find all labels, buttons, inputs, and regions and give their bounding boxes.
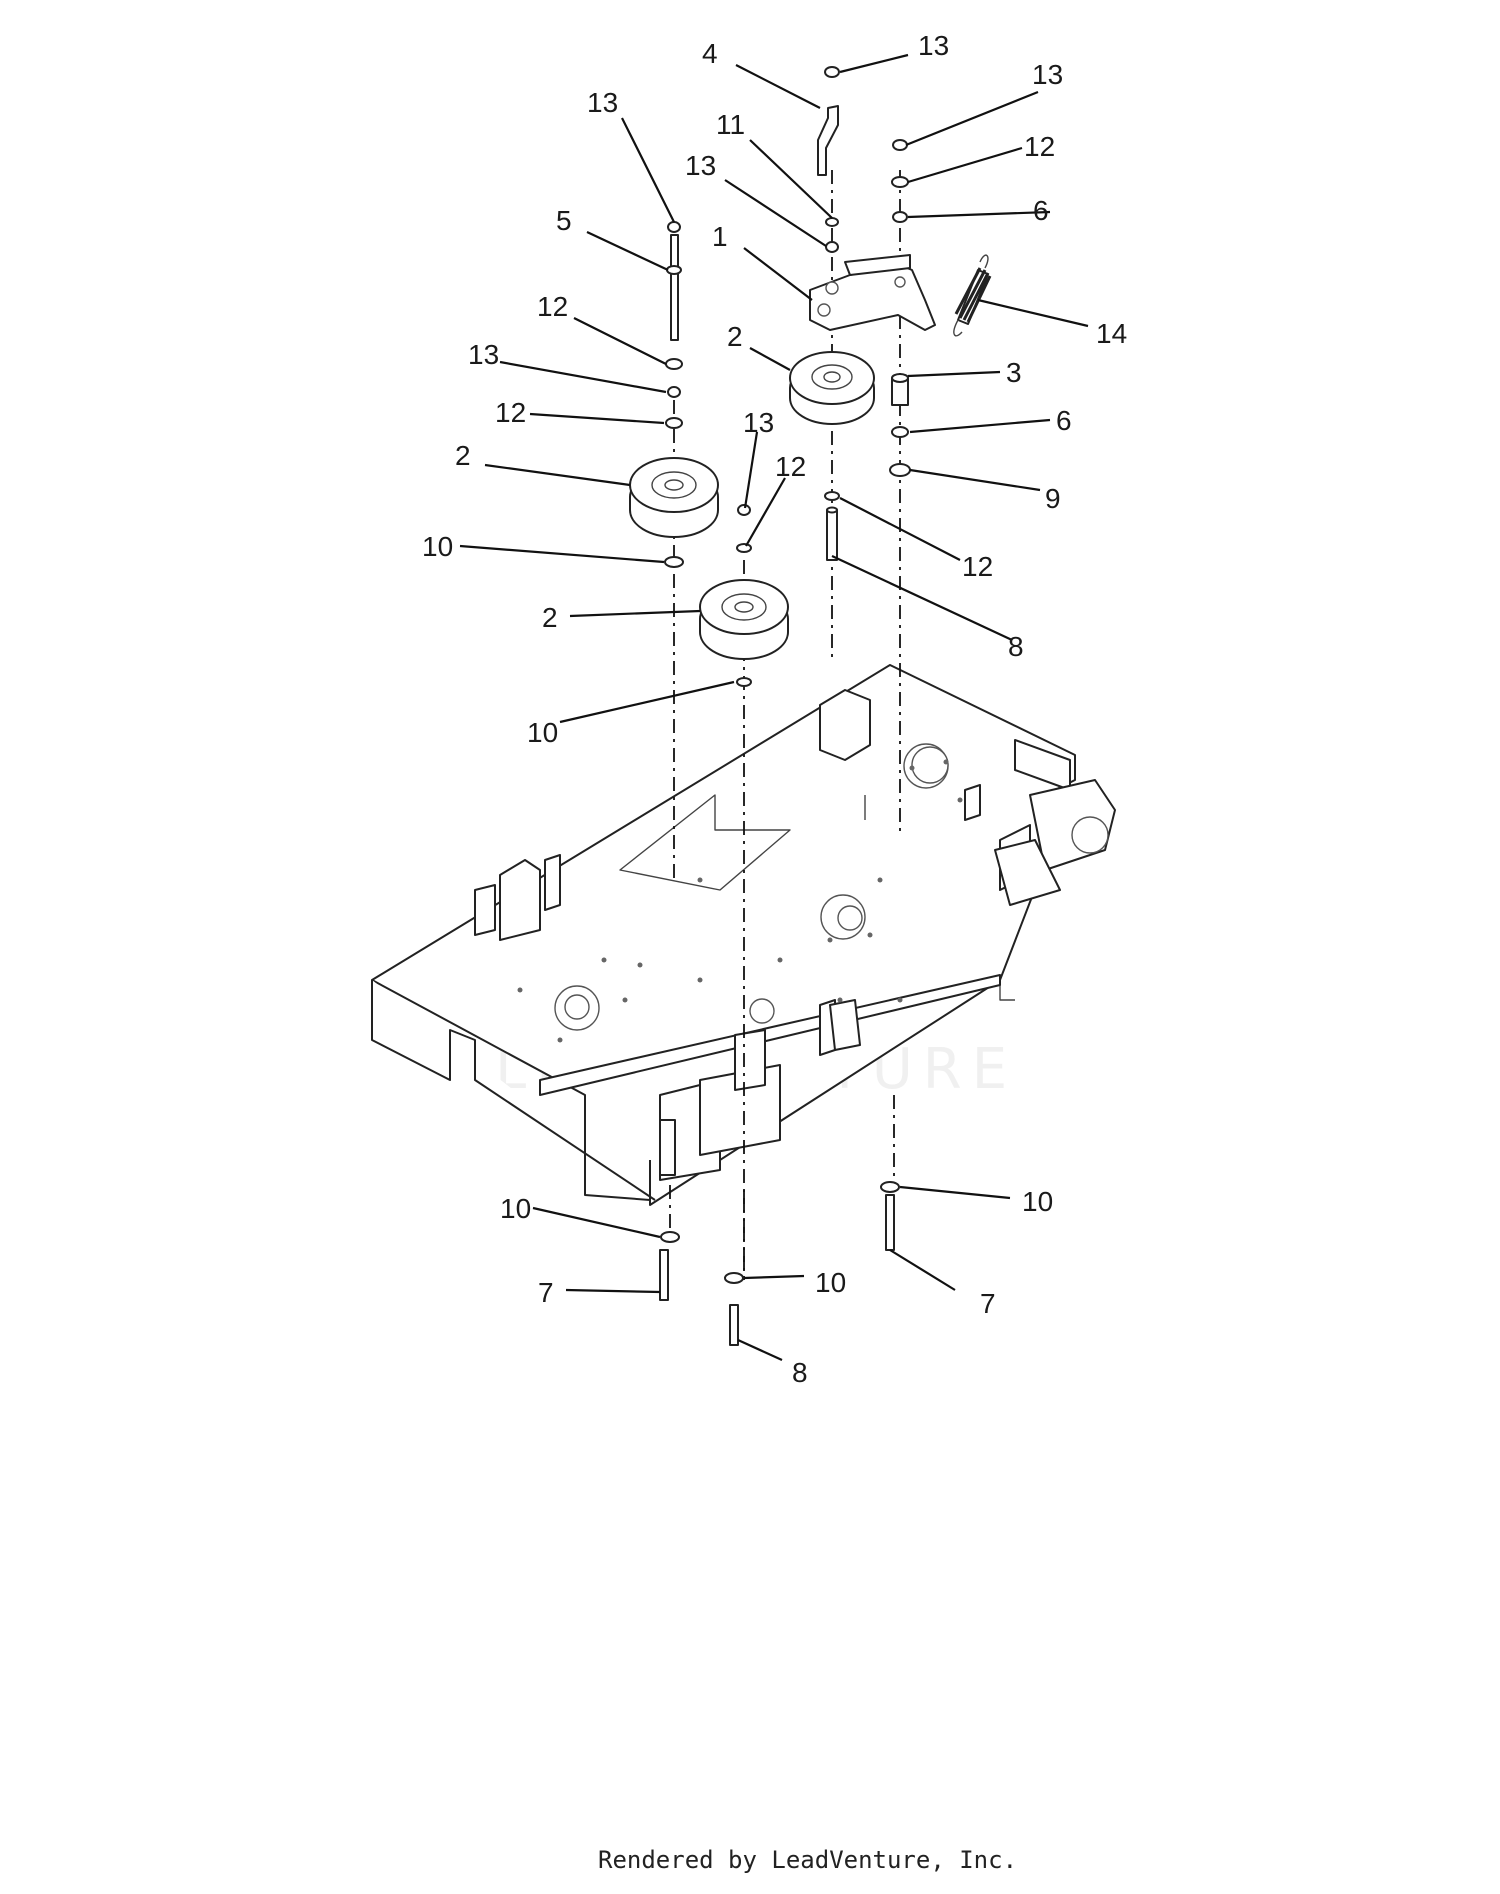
leader-lines — [459, 53, 1089, 1362]
callout-1: 1 — [712, 221, 728, 252]
pulley-center — [699, 579, 789, 660]
callout-12: 12 — [962, 551, 993, 582]
extension-spring — [953, 254, 992, 337]
idler-arm-tab — [817, 105, 839, 176]
callout-11: 11 — [716, 109, 745, 140]
callout-10: 10 — [1022, 1186, 1053, 1217]
callout-7: 7 — [980, 1288, 996, 1319]
callout-5: 5 — [556, 205, 572, 236]
callout-13: 13 — [918, 30, 949, 61]
callout-2: 2 — [542, 602, 558, 633]
idler-arm-bracket — [809, 254, 936, 331]
callout-7: 7 — [538, 1277, 554, 1308]
carriage-bolt-5 — [666, 234, 682, 341]
callout-14: 14 — [1096, 318, 1127, 349]
callout-6: 6 — [1056, 405, 1072, 436]
bottom-bolts — [659, 1194, 895, 1346]
callout-13: 13 — [1032, 59, 1063, 90]
callout-13: 13 — [685, 150, 716, 181]
callout-6: 6 — [1033, 195, 1049, 226]
callout-8: 8 — [1008, 631, 1024, 662]
callout-9: 9 — [1045, 483, 1061, 514]
callout-12: 12 — [495, 397, 526, 428]
callout-10: 10 — [500, 1193, 531, 1224]
nuts-and-washers — [660, 66, 911, 1284]
callout-10: 10 — [422, 531, 453, 562]
callout-4: 4 — [702, 38, 718, 69]
callout-12: 12 — [537, 291, 568, 322]
shoulder-bolt-upper — [826, 506, 838, 561]
spacer — [891, 373, 909, 406]
pulley-top-right — [789, 351, 875, 425]
callout-13: 13 — [743, 407, 774, 438]
callout-12: 12 — [775, 451, 806, 482]
callout-8: 8 — [792, 1357, 808, 1388]
callouts: 13 4 13 13 11 12 13 6 5 1 14 12 2 13 3 1… — [422, 30, 1127, 1388]
callout-2: 2 — [727, 321, 743, 352]
callout-13: 13 — [587, 87, 618, 118]
pulley-left — [629, 457, 719, 538]
callout-12: 12 — [1024, 131, 1055, 162]
footer-credit: Rendered by LeadVenture, Inc. — [598, 1846, 1017, 1874]
callout-10: 10 — [527, 717, 558, 748]
callout-10: 10 — [815, 1267, 846, 1298]
callout-2: 2 — [455, 440, 471, 471]
callout-13: 13 — [468, 339, 499, 370]
callout-3: 3 — [1006, 357, 1022, 388]
